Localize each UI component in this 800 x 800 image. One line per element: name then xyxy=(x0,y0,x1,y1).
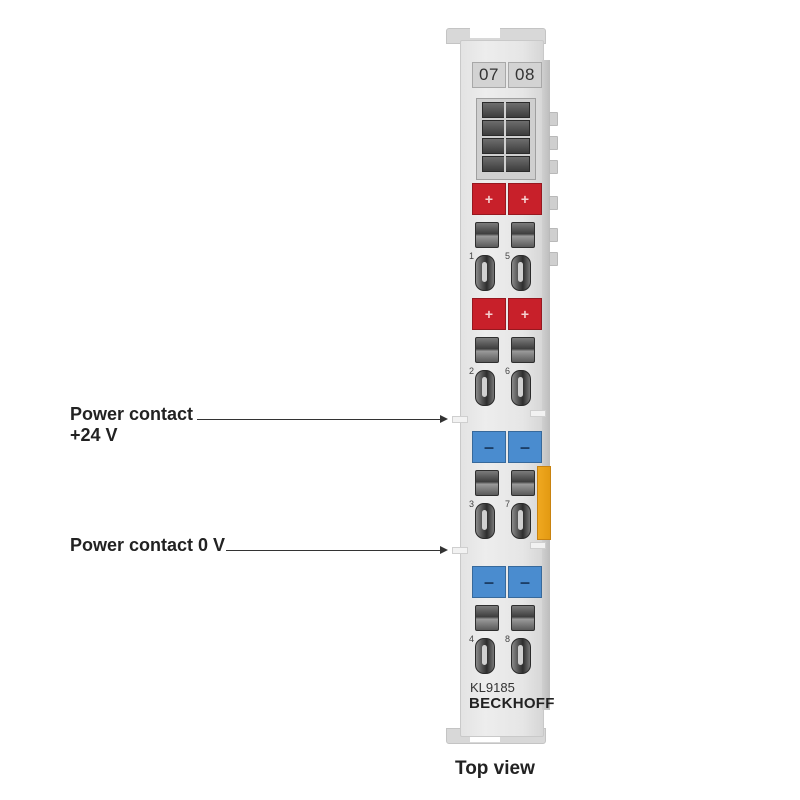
pin-number: 3 xyxy=(469,499,475,509)
orange-marker-strip xyxy=(537,466,551,540)
channel-label-08: 08 xyxy=(508,62,542,88)
power-contact-notch xyxy=(530,542,546,549)
led-indicator xyxy=(482,138,530,154)
pin-number: 7 xyxy=(505,499,511,509)
terminal-screw[interactable] xyxy=(511,638,531,674)
led-divider xyxy=(504,100,506,176)
terminal-screw[interactable] xyxy=(511,255,531,291)
terminal-screw[interactable] xyxy=(475,255,495,291)
pin-number: 8 xyxy=(505,634,511,644)
callout-power-24v: Power contact +24 V xyxy=(70,404,193,446)
pin-number: 2 xyxy=(469,366,475,376)
spring-slot[interactable] xyxy=(511,337,535,363)
terminal-screw[interactable] xyxy=(475,503,495,539)
power-contact-notch xyxy=(452,416,468,423)
pin-number: 4 xyxy=(469,634,475,644)
brand-logo: BECKHOFF xyxy=(469,695,555,712)
model-label: KL9185 xyxy=(470,680,515,695)
side-pin xyxy=(549,160,558,174)
minus-pole-left: – xyxy=(472,566,506,598)
housing-side-edge xyxy=(542,60,550,710)
arrowhead-icon xyxy=(440,415,448,423)
pin-number: 5 xyxy=(505,251,511,261)
plus-pole-right: + xyxy=(508,298,542,330)
spring-slot[interactable] xyxy=(475,222,499,248)
terminal-screw[interactable] xyxy=(475,638,495,674)
terminal-screw[interactable] xyxy=(511,503,531,539)
terminal-screw[interactable] xyxy=(511,370,531,406)
side-pin xyxy=(549,196,558,210)
callout-power-24v-line1: Power contact xyxy=(70,404,194,424)
power-contact-notch xyxy=(530,410,546,417)
plus-pole-right: + xyxy=(508,183,542,215)
pin-number: 1 xyxy=(469,251,475,261)
arrowhead-icon xyxy=(440,546,448,554)
spring-slot[interactable] xyxy=(511,222,535,248)
bottom-clip-notch xyxy=(470,732,500,742)
terminal-screw[interactable] xyxy=(475,370,495,406)
minus-pole-right: – xyxy=(508,431,542,463)
spring-slot[interactable] xyxy=(511,605,535,631)
top-clip-notch xyxy=(470,28,500,38)
callout-power-0v: Power contact 0 V xyxy=(70,535,226,555)
leader-line-0v xyxy=(226,550,440,551)
callout-power-24v-line2: +24 V xyxy=(70,425,118,445)
spring-slot[interactable] xyxy=(475,605,499,631)
spring-slot[interactable] xyxy=(511,470,535,496)
plus-pole-left: + xyxy=(472,298,506,330)
leader-line-24v xyxy=(197,419,440,420)
pin-number: 6 xyxy=(505,366,511,376)
side-pin xyxy=(549,112,558,126)
spring-slot[interactable] xyxy=(475,470,499,496)
minus-pole-left: – xyxy=(472,431,506,463)
power-contact-notch xyxy=(452,547,468,554)
plus-pole-left: + xyxy=(472,183,506,215)
spring-slot[interactable] xyxy=(475,337,499,363)
side-pin xyxy=(549,252,558,266)
led-indicator xyxy=(482,102,530,118)
channel-label-07: 07 xyxy=(472,62,506,88)
led-indicator xyxy=(482,120,530,136)
led-indicator xyxy=(482,156,530,172)
figure-caption: Top view xyxy=(455,758,535,779)
side-pin xyxy=(549,228,558,242)
side-pin xyxy=(549,136,558,150)
minus-pole-right: – xyxy=(508,566,542,598)
